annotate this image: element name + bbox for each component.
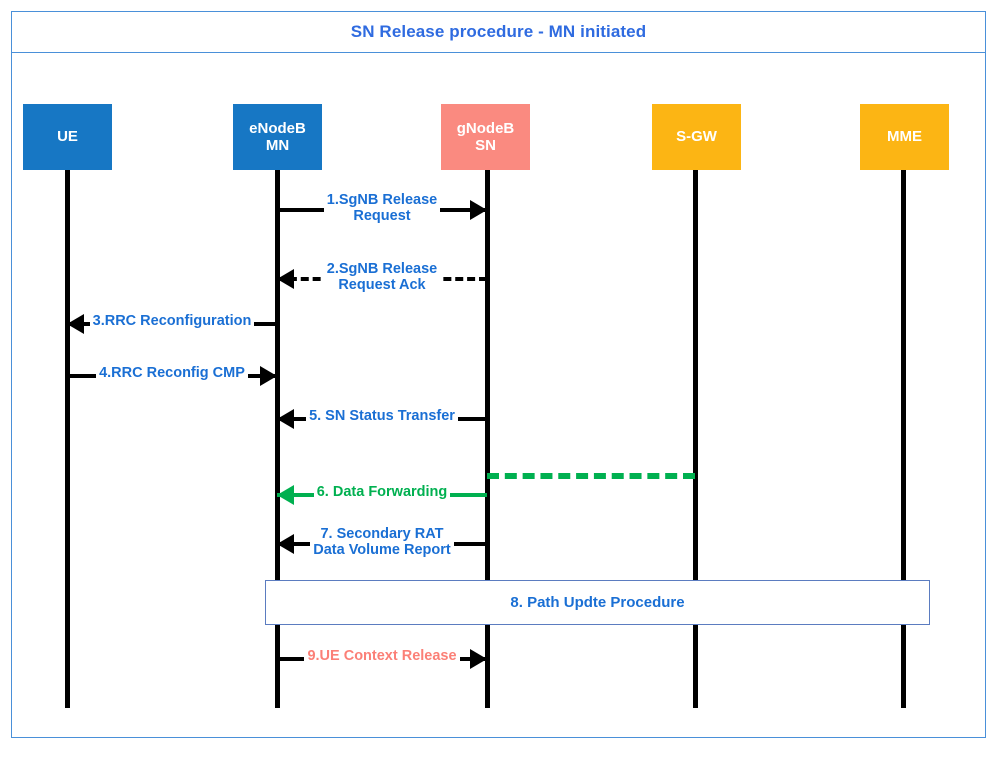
message-1-arrowhead	[470, 200, 487, 220]
procedure-box-label: 8. Path Updte Procedure	[510, 594, 685, 611]
message-4-arrowhead	[260, 366, 277, 386]
actor-box-sgw: S-GW	[652, 104, 741, 170]
data-forwarding-flow-line	[487, 473, 695, 479]
message-5-label: 5. SN Status Transfer	[277, 408, 487, 425]
actor-label-ue: UE	[57, 128, 78, 146]
message-7-arrowhead	[277, 534, 294, 554]
procedure-box-8: 8. Path Updte Procedure	[265, 580, 930, 625]
actor-box-mme: MME	[860, 104, 949, 170]
actor-label-mme: MME	[887, 128, 922, 146]
lifeline-gnb	[485, 170, 490, 708]
message-3-label: 3.RRC Reconfiguration	[67, 313, 277, 330]
diagram-title-bar: SN Release procedure - MN initiated	[11, 11, 986, 53]
message-9-label: 9.UE Context Release	[277, 648, 487, 665]
message-4-label: 4.RRC Reconfig CMP	[67, 365, 277, 382]
message-5-arrowhead	[277, 409, 294, 429]
message-3-arrowhead	[67, 314, 84, 334]
lifeline-enb	[275, 170, 280, 708]
message-2-label: 2.SgNB Release Request Ack	[277, 261, 487, 294]
message-7-label: 7. Secondary RAT Data Volume Report	[277, 526, 487, 559]
actor-label-gnb: gNodeB SN	[456, 119, 515, 154]
lifeline-ue	[65, 170, 70, 708]
message-9-arrowhead	[470, 649, 487, 669]
actor-box-gnb: gNodeB SN	[441, 104, 530, 170]
message-6-label: 6. Data Forwarding	[277, 484, 487, 501]
lifeline-mme	[901, 170, 906, 708]
message-6-arrowhead	[277, 485, 294, 505]
actor-label-enb: eNodeB MN	[249, 119, 306, 154]
lifeline-sgw	[693, 170, 698, 708]
actor-label-sgw: S-GW	[676, 128, 717, 146]
actor-box-ue: UE	[23, 104, 112, 170]
page-title: SN Release procedure - MN initiated	[350, 22, 647, 41]
message-1-label: 1.SgNB Release Request	[277, 192, 487, 225]
message-2-arrowhead	[277, 269, 294, 289]
actor-box-enb: eNodeB MN	[233, 104, 322, 170]
